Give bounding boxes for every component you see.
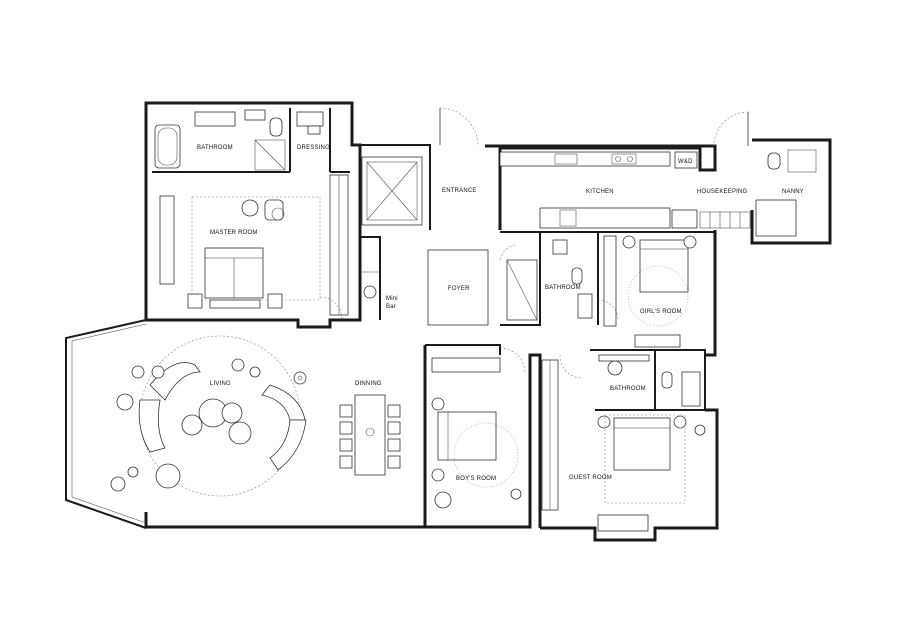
label-wd: W&D xyxy=(678,159,693,165)
kitchen-door xyxy=(713,111,749,147)
foyer-rug xyxy=(427,249,489,326)
guest-bathroom-fixtures xyxy=(598,354,701,407)
guest-room-furniture xyxy=(597,414,706,532)
label-dinning: DINNING xyxy=(355,381,382,387)
label-kitchen: KITCHEN xyxy=(586,189,614,195)
label-mini-bar-2: Bar xyxy=(386,304,396,310)
label-guest-room: GUEST ROOM xyxy=(569,475,612,481)
living-furniture xyxy=(110,335,307,497)
boys-room-furniture xyxy=(431,357,522,509)
label-girls-room: GIRL'S ROOM xyxy=(640,309,682,315)
door-swings xyxy=(319,244,619,379)
label-bathroom-center: BATHROOM xyxy=(545,285,581,291)
label-housekeeping: HOUSEKEEPING xyxy=(697,189,748,195)
girls-room-furniture xyxy=(603,235,697,348)
elevator-shaft xyxy=(361,156,423,226)
label-nanny: NANNY xyxy=(782,189,804,195)
label-master-room: MASTER ROOM xyxy=(210,230,258,236)
walls xyxy=(65,101,832,542)
label-entrance: ENTRANCE xyxy=(442,188,477,194)
label-mini-bar-1: Mini xyxy=(386,296,398,302)
nanny-fixtures xyxy=(755,149,817,237)
master-room-furniture xyxy=(159,195,321,309)
label-foyer: FOYER xyxy=(448,286,470,292)
kitchen-fixtures xyxy=(499,151,698,229)
entrance-door xyxy=(439,107,479,146)
label-bathroom-guest: BATHROOM xyxy=(610,386,646,392)
dressing-fixtures xyxy=(296,111,324,135)
master-bathroom-fixtures xyxy=(154,109,286,171)
label-dressing: DRESSING xyxy=(297,145,330,151)
label-boys-room: BOY'S ROOM xyxy=(456,476,496,482)
label-living: LIVING xyxy=(210,381,231,387)
master-partitions xyxy=(152,108,350,316)
dinning-furniture xyxy=(339,394,401,476)
housekeeping-stair xyxy=(699,211,751,229)
center-bathroom-fixtures xyxy=(506,239,593,321)
mini-bar xyxy=(360,271,380,299)
wardrobe-corridor xyxy=(541,359,559,511)
label-bathroom-master: BATHROOM xyxy=(197,145,233,151)
